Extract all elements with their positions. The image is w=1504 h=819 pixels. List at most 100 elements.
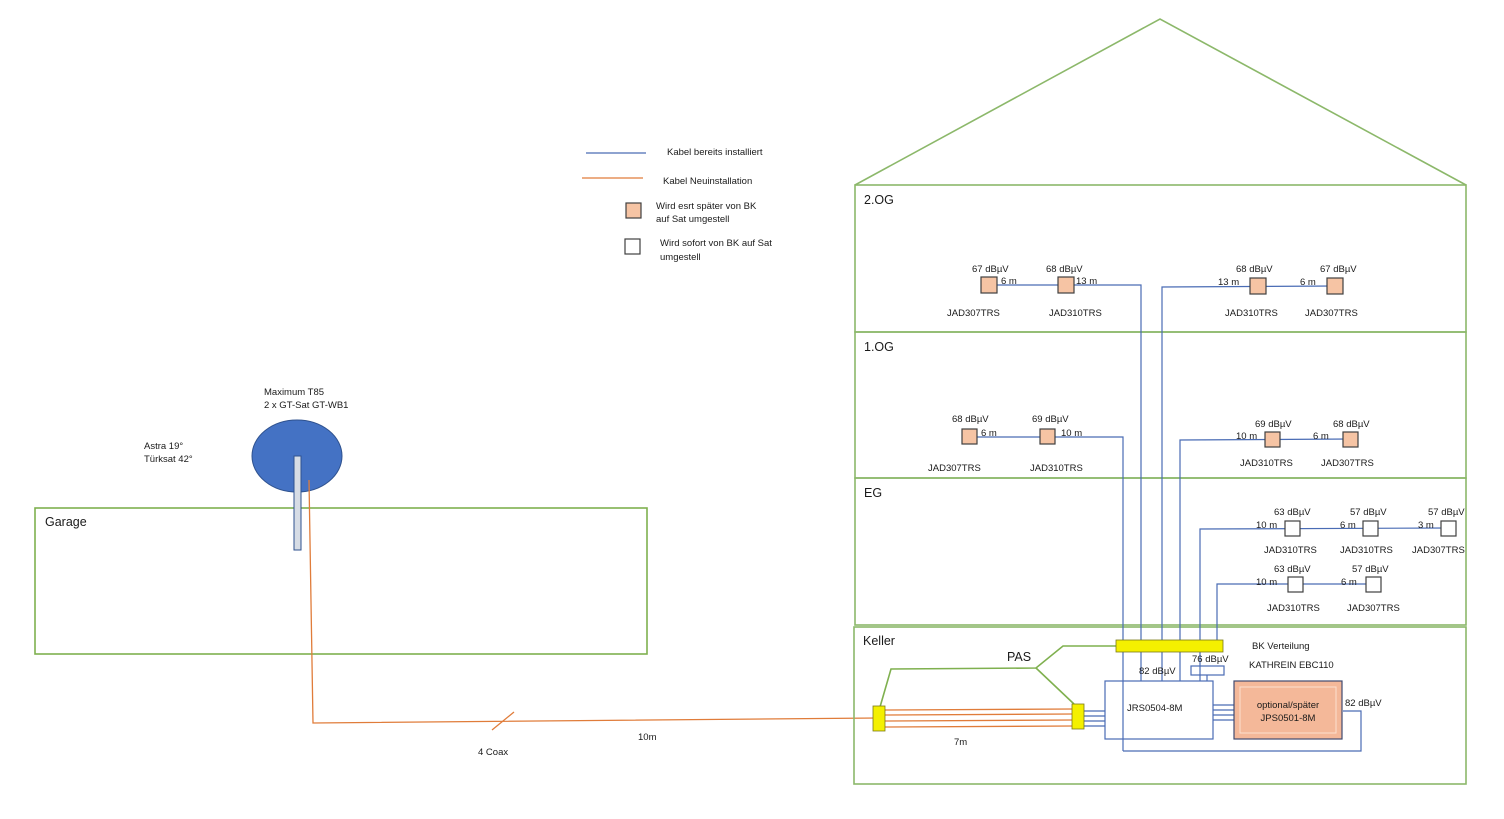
- outlet: 57 dBµV 6 m JAD307TRS: [1341, 564, 1400, 614]
- outlet-level: 63 dBµV: [1274, 564, 1311, 575]
- legend-now-label-1: Wird sofort von BK auf Sat: [660, 238, 772, 249]
- outlet: 68 dBµV 13 m JAD310TRS: [1046, 264, 1102, 319]
- cable-length: 6 m: [981, 428, 997, 439]
- outlet-box: [1362, 520, 1379, 537]
- garage-outline: [34, 507, 648, 655]
- optional-level: 82 dBµV: [1345, 698, 1382, 709]
- pas-clamp-left: [872, 705, 886, 732]
- outlet-model: JAD310TRS: [1267, 603, 1320, 614]
- floor-label-eg: EG: [864, 486, 882, 500]
- outlet: 67 dBµV 6 m JAD307TRS: [947, 264, 1017, 319]
- outlet-box: [1249, 277, 1267, 295]
- floor-1og: [854, 331, 1467, 479]
- outlet-box: [1039, 428, 1056, 445]
- cable-length: 10 m: [1061, 428, 1082, 439]
- cable-length: 13 m: [1218, 277, 1239, 288]
- satellite-astra: Astra 19°: [144, 441, 183, 452]
- outlet-model: JAD310TRS: [1049, 308, 1102, 319]
- outlet-level: 69 dBµV: [1032, 414, 1069, 425]
- cable-length: 10 m: [1256, 520, 1277, 531]
- outlet-box: [1284, 520, 1301, 537]
- legend-installed-label: Kabel bereits installiert: [667, 147, 763, 158]
- outlet-model: JAD310TRS: [1340, 545, 1393, 556]
- garage-label: Garage: [45, 515, 87, 529]
- outlet-box: [1287, 576, 1304, 593]
- outlet-model: JAD310TRS: [1225, 308, 1278, 319]
- outlet: 69 dBµV 10 m JAD310TRS: [1236, 419, 1293, 469]
- outlet-box: [961, 428, 978, 445]
- outlet-level: 68 dBµV: [1333, 419, 1370, 430]
- antenna-model-2: 2 x GT-Sat GT-WB1: [264, 400, 348, 411]
- outlet: 68 dBµV 6 m JAD307TRS: [928, 414, 997, 474]
- cable-length: 6 m: [1001, 276, 1017, 287]
- outlet-level: 68 dBµV: [952, 414, 989, 425]
- optional-model: JPS0501-8M: [1261, 713, 1316, 724]
- outlet-level: 69 dBµV: [1255, 419, 1292, 430]
- outlet-level: 68 dBµV: [1046, 264, 1083, 275]
- keller-coax-bundle: [883, 708, 1074, 728]
- pas-ground-line: [879, 645, 1116, 708]
- switch-level: 82 dBµV: [1139, 666, 1176, 677]
- outlet: 63 dBµV 10 m JAD310TRS: [1256, 507, 1317, 556]
- outlet: 67 dBµV 6 m JAD307TRS: [1300, 264, 1358, 319]
- floor-eg: [854, 477, 1467, 626]
- outlet: 69 dBµV 10 m JAD310TRS: [1030, 414, 1083, 474]
- outlet-box: [1365, 576, 1382, 593]
- legend-later-swatch: [625, 202, 642, 219]
- bk-level: 76 dBµV: [1192, 654, 1229, 665]
- optional-label: optional/später: [1257, 700, 1319, 711]
- feed-cable: [308, 479, 879, 724]
- satellite-turksat: Türksat 42°: [144, 454, 193, 465]
- antenna-mast-icon: [293, 455, 302, 551]
- outlet-box: [1264, 431, 1281, 448]
- outlet-model: JAD307TRS: [947, 308, 1000, 319]
- outlet-model: JAD307TRS: [1412, 545, 1465, 556]
- optional-switch-inner: [1239, 686, 1337, 734]
- outlet-model: JAD307TRS: [1305, 308, 1358, 319]
- floor-label-keller: Keller: [863, 634, 895, 648]
- outlet-level: 57 dBµV: [1428, 507, 1465, 518]
- installed-cables: [977, 284, 1450, 752]
- cable-length: 3 m: [1418, 520, 1434, 531]
- outlet-model: JAD307TRS: [928, 463, 981, 474]
- outlet-model: JAD307TRS: [1347, 603, 1400, 614]
- outlet-level: 63 dBµV: [1274, 507, 1311, 518]
- multiswitch-model: JRS0504-8M: [1127, 703, 1183, 714]
- outlet-level: 67 dBµV: [972, 264, 1009, 275]
- pas-label: PAS: [1007, 650, 1031, 664]
- cable-length: 6 m: [1300, 277, 1316, 288]
- outlet-level: 57 dBµV: [1350, 507, 1387, 518]
- cable-length: 13 m: [1076, 276, 1097, 287]
- floor-label-2og: 2.OG: [864, 193, 894, 207]
- legend-new-label: Kabel Neuinstallation: [663, 176, 752, 187]
- bk-distribution-bar: [1115, 639, 1224, 653]
- outlet: 68 dBµV 13 m JAD310TRS: [1218, 264, 1278, 319]
- legend-later-label-2: auf Sat umgestell: [656, 214, 729, 225]
- legend-later-label-1: Wird esrt später von BK: [656, 201, 757, 212]
- pas-clamp-right: [1071, 703, 1085, 730]
- coax-count-mark: [491, 711, 515, 731]
- outlet: 68 dBµV 6 m JAD307TRS: [1313, 419, 1374, 469]
- cable-length: 10 m: [1236, 431, 1257, 442]
- outlet: 57 dBµV 3 m JAD307TRS: [1412, 507, 1465, 556]
- coax-count-label: 4 Coax: [478, 747, 508, 758]
- outlet-level: 67 dBµV: [1320, 264, 1357, 275]
- outlet-model: JAD310TRS: [1240, 458, 1293, 469]
- cable-length: 6 m: [1340, 520, 1356, 531]
- cable-length-outside: 10m: [638, 732, 657, 743]
- bk-label: BK Verteilung: [1252, 641, 1310, 652]
- outlet-box: [1440, 520, 1457, 537]
- floor-keller: [853, 626, 1467, 785]
- house-roof: [854, 18, 1467, 186]
- floor-label-1og: 1.OG: [864, 340, 894, 354]
- legend-now-label-2: umgestell: [660, 252, 701, 263]
- pas-ground-branch: [1035, 667, 1075, 705]
- cable-length: 6 m: [1313, 431, 1329, 442]
- outlet-level: 57 dBµV: [1352, 564, 1389, 575]
- outlet: 63 dBµV 10 m JAD310TRS: [1256, 564, 1320, 614]
- cable-length-keller: 7m: [954, 737, 967, 748]
- cable-length: 10 m: [1256, 577, 1277, 588]
- outlet-box: [1342, 431, 1359, 448]
- legend-now-swatch: [624, 238, 641, 255]
